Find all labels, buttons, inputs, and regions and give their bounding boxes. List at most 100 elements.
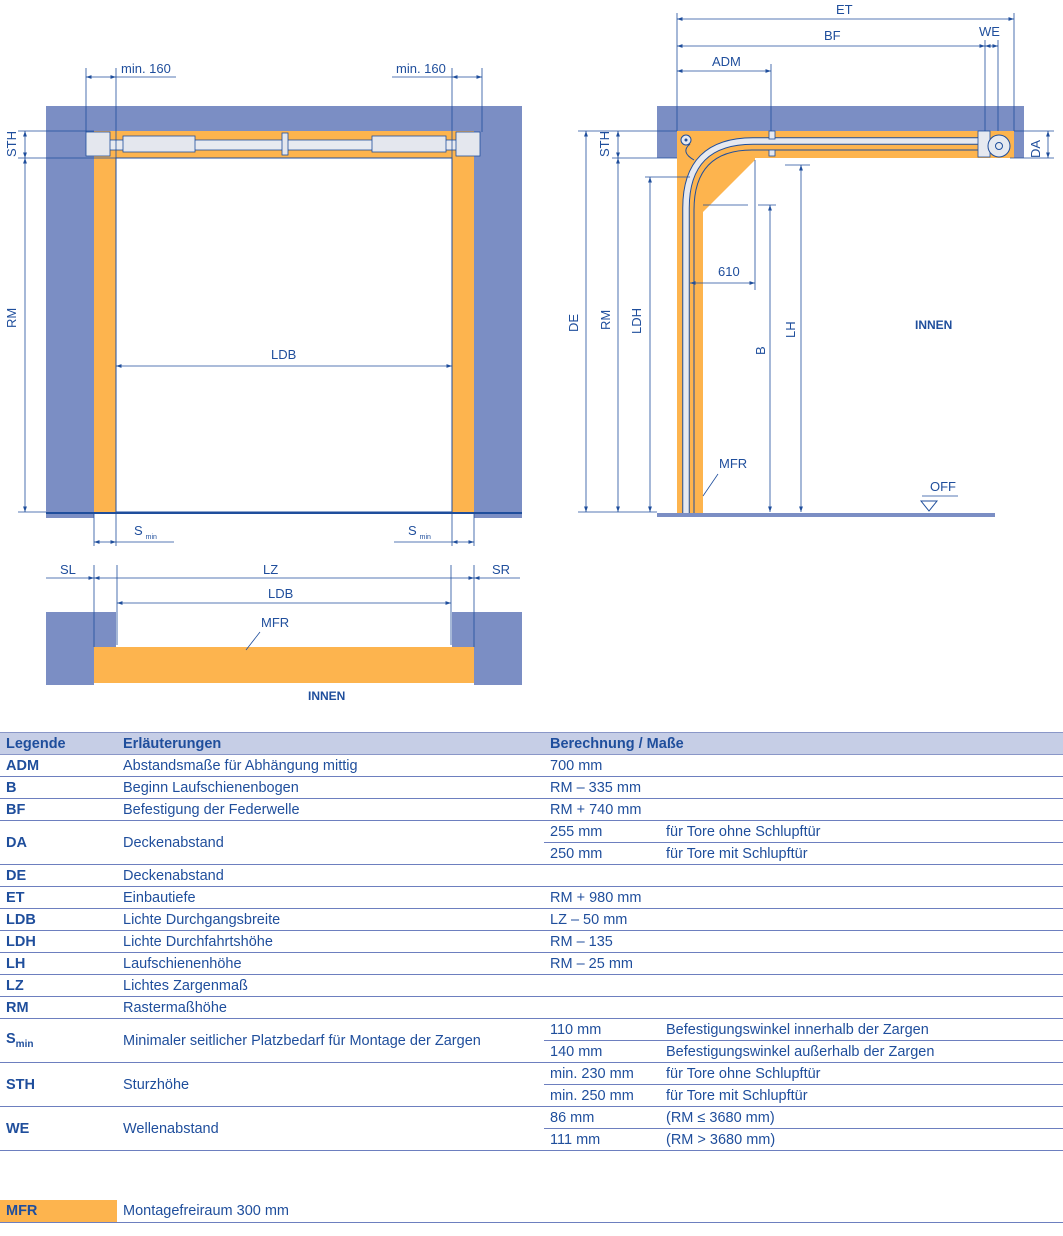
legend-value [544, 996, 660, 1019]
legend-abbr-text: STH [6, 1076, 35, 1093]
mfr-text: Montagefreiraum 300 mm [123, 1203, 290, 1219]
header-berechnung: Berechnung / Maße [544, 732, 1063, 755]
spring-right [371, 135, 447, 153]
shaft-drum [987, 134, 1011, 158]
shaft-coupling [281, 132, 289, 156]
legend-note [660, 930, 1063, 953]
mfr-key: MFR [0, 1200, 117, 1222]
side-view: ET BF WE ADM DA STH DE RM LDH 610 B [566, 2, 1054, 517]
legend-abbr-text: LDH [6, 933, 36, 950]
legend-abbr: DA [0, 820, 117, 865]
legend-explanation: Deckenabstand [117, 864, 544, 887]
legend-abbr-text: ET [6, 889, 25, 906]
legend-explanation: Lichtes Zargenmaß [117, 974, 544, 997]
legend-explanation: Befestigung der Federwelle [117, 798, 544, 821]
sl-label: SL [60, 562, 76, 577]
et-label: ET [836, 2, 853, 17]
mfr-label-side: MFR [719, 456, 747, 471]
legend-note: für Tore ohne Schlupftür [660, 820, 1063, 843]
legend-value: 110 mm [544, 1018, 660, 1041]
legend-abbr-text: WE [6, 1120, 30, 1137]
legend-value: min. 250 mm [544, 1084, 660, 1107]
legend-abbr-text: B [6, 779, 17, 796]
legend-abbr: LZ [0, 974, 117, 997]
legend-abbr: BF [0, 798, 117, 821]
legend-explanation: Abstandsmaße für Abhängung mittig [117, 754, 544, 777]
legend-note: für Tore ohne Schlupftür [660, 1062, 1063, 1085]
plan-frame-right [452, 612, 474, 648]
ldb-label-plan: LDB [268, 586, 293, 601]
plan-view: SL LZ SR LDB MFR INNEN [46, 562, 522, 703]
legend-abbr: STH [0, 1062, 117, 1107]
legend-explanation: Beginn Laufschienenbogen [117, 776, 544, 799]
legend-explanation: Wellenabstand [117, 1106, 544, 1151]
legend-abbr-subscript: min [15, 1038, 34, 1050]
legend-note [660, 798, 1063, 821]
side-frame [677, 131, 755, 513]
legend-note: Befestigungswinkel außerhalb der Zargen [660, 1040, 1063, 1063]
table-row: DE Deckenabstand [0, 864, 1063, 887]
innen-label-plan: INNEN [308, 689, 345, 703]
hanger-bracket [768, 130, 776, 140]
legend-explanation: Einbautiefe [117, 886, 544, 909]
front-wall-left [46, 106, 94, 518]
front-wall-right [474, 106, 522, 518]
sth-label-side: STH [597, 131, 612, 157]
legend-abbr: LDH [0, 930, 117, 953]
legend-value: RM + 740 mm [544, 798, 660, 821]
sr-label: SR [492, 562, 510, 577]
legend-note [660, 864, 1063, 887]
legend-note [660, 952, 1063, 975]
legend-abbr: LDB [0, 908, 117, 931]
legend-abbr-text: RM [6, 999, 29, 1016]
legend-explanation: Minimaler seitlicher Platzbedarf für Mon… [117, 1018, 544, 1063]
table-row: Smin Minimaler seitlicher Platzbedarf für… [0, 1018, 1063, 1063]
legend-value: 255 mm [544, 820, 660, 843]
rm-label-side: RM [598, 310, 613, 330]
legend-abbr-text: DE [6, 867, 27, 884]
legend-value: RM – 135 [544, 930, 660, 953]
legend-value: 86 mm [544, 1106, 660, 1129]
legend-abbr: ET [0, 886, 117, 909]
front-frame-right [452, 131, 474, 512]
b-label: B [753, 346, 768, 355]
legend-value: min. 230 mm [544, 1062, 660, 1085]
legend-explanation: Deckenabstand [117, 820, 544, 865]
legend-value: 111 mm [544, 1128, 660, 1151]
bf-label: BF [824, 28, 841, 43]
legend-value: RM + 980 mm [544, 886, 660, 909]
legend-value [544, 974, 660, 997]
innen-label-side: INNEN [915, 318, 952, 332]
legend-abbr: LH [0, 952, 117, 975]
legend-abbr-text: LZ [6, 977, 24, 994]
legend-note [660, 886, 1063, 909]
ldh-label: LDH [629, 308, 644, 334]
legend-note: für Tore mit Schlupftür [660, 1084, 1063, 1107]
legend-explanation: Lichte Durchgangsbreite [117, 908, 544, 931]
cable-drum-right [455, 131, 481, 157]
lower-track [693, 149, 980, 513]
lh-label: LH [783, 321, 798, 338]
front-frame-left [94, 131, 116, 512]
legend-abbr-text: DA [6, 834, 27, 851]
legend-abbr-text: S [6, 1031, 16, 1048]
legend-abbr-text: BF [6, 801, 26, 818]
legend-note: (RM > 3680 mm) [660, 1128, 1063, 1151]
de-label: DE [566, 314, 581, 332]
legend-value: 250 mm [544, 842, 660, 865]
table-row: LZ Lichtes Zargenmaß [0, 974, 1063, 997]
mfr-note-row: MFR Montagefreiraum 300 mm [0, 1200, 1063, 1223]
legend-abbr-text: LDB [6, 911, 36, 928]
legend-explanation: Sturzhöhe [117, 1062, 544, 1107]
legend-abbr: ADM [0, 754, 117, 777]
header-erlaeuterungen: Erläuterungen [117, 732, 544, 755]
